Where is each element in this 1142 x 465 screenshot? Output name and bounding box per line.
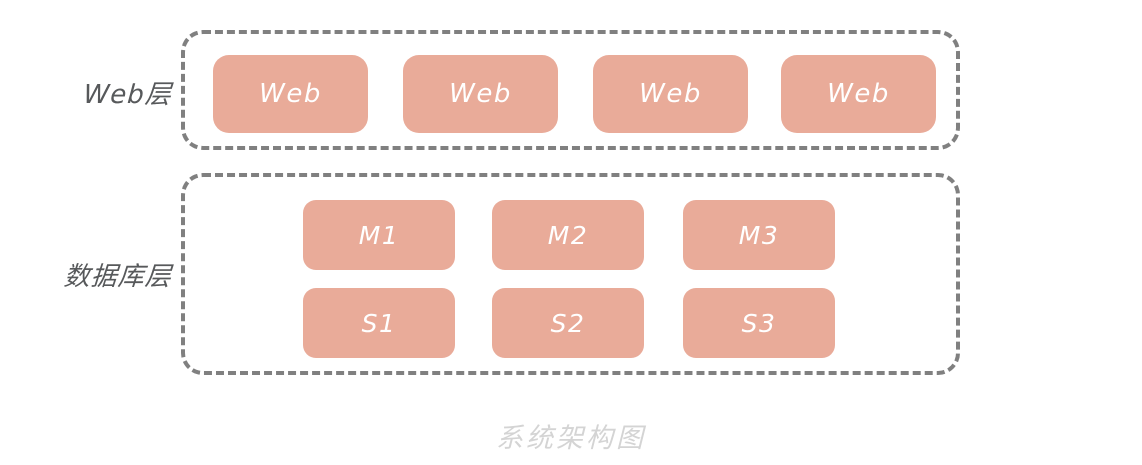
group-container-web-tier (181, 30, 960, 150)
node-web-3[interactable]: Web (593, 55, 748, 133)
node-master-m3[interactable]: M3 (683, 200, 835, 270)
node-slave-s3[interactable]: S3 (683, 288, 835, 358)
tier-label-web: Web层 (82, 80, 173, 110)
tier-label-database: 数据库层 (62, 262, 173, 292)
node-slave-s2[interactable]: S2 (492, 288, 644, 358)
node-web-1[interactable]: Web (213, 55, 368, 133)
node-web-2[interactable]: Web (403, 55, 558, 133)
group-container-database-tier (181, 173, 960, 375)
node-master-m2[interactable]: M2 (492, 200, 644, 270)
node-web-4[interactable]: Web (781, 55, 936, 133)
node-slave-s1[interactable]: S1 (303, 288, 455, 358)
diagram-caption: 系统架构图 (496, 423, 646, 454)
node-master-m1[interactable]: M1 (303, 200, 455, 270)
